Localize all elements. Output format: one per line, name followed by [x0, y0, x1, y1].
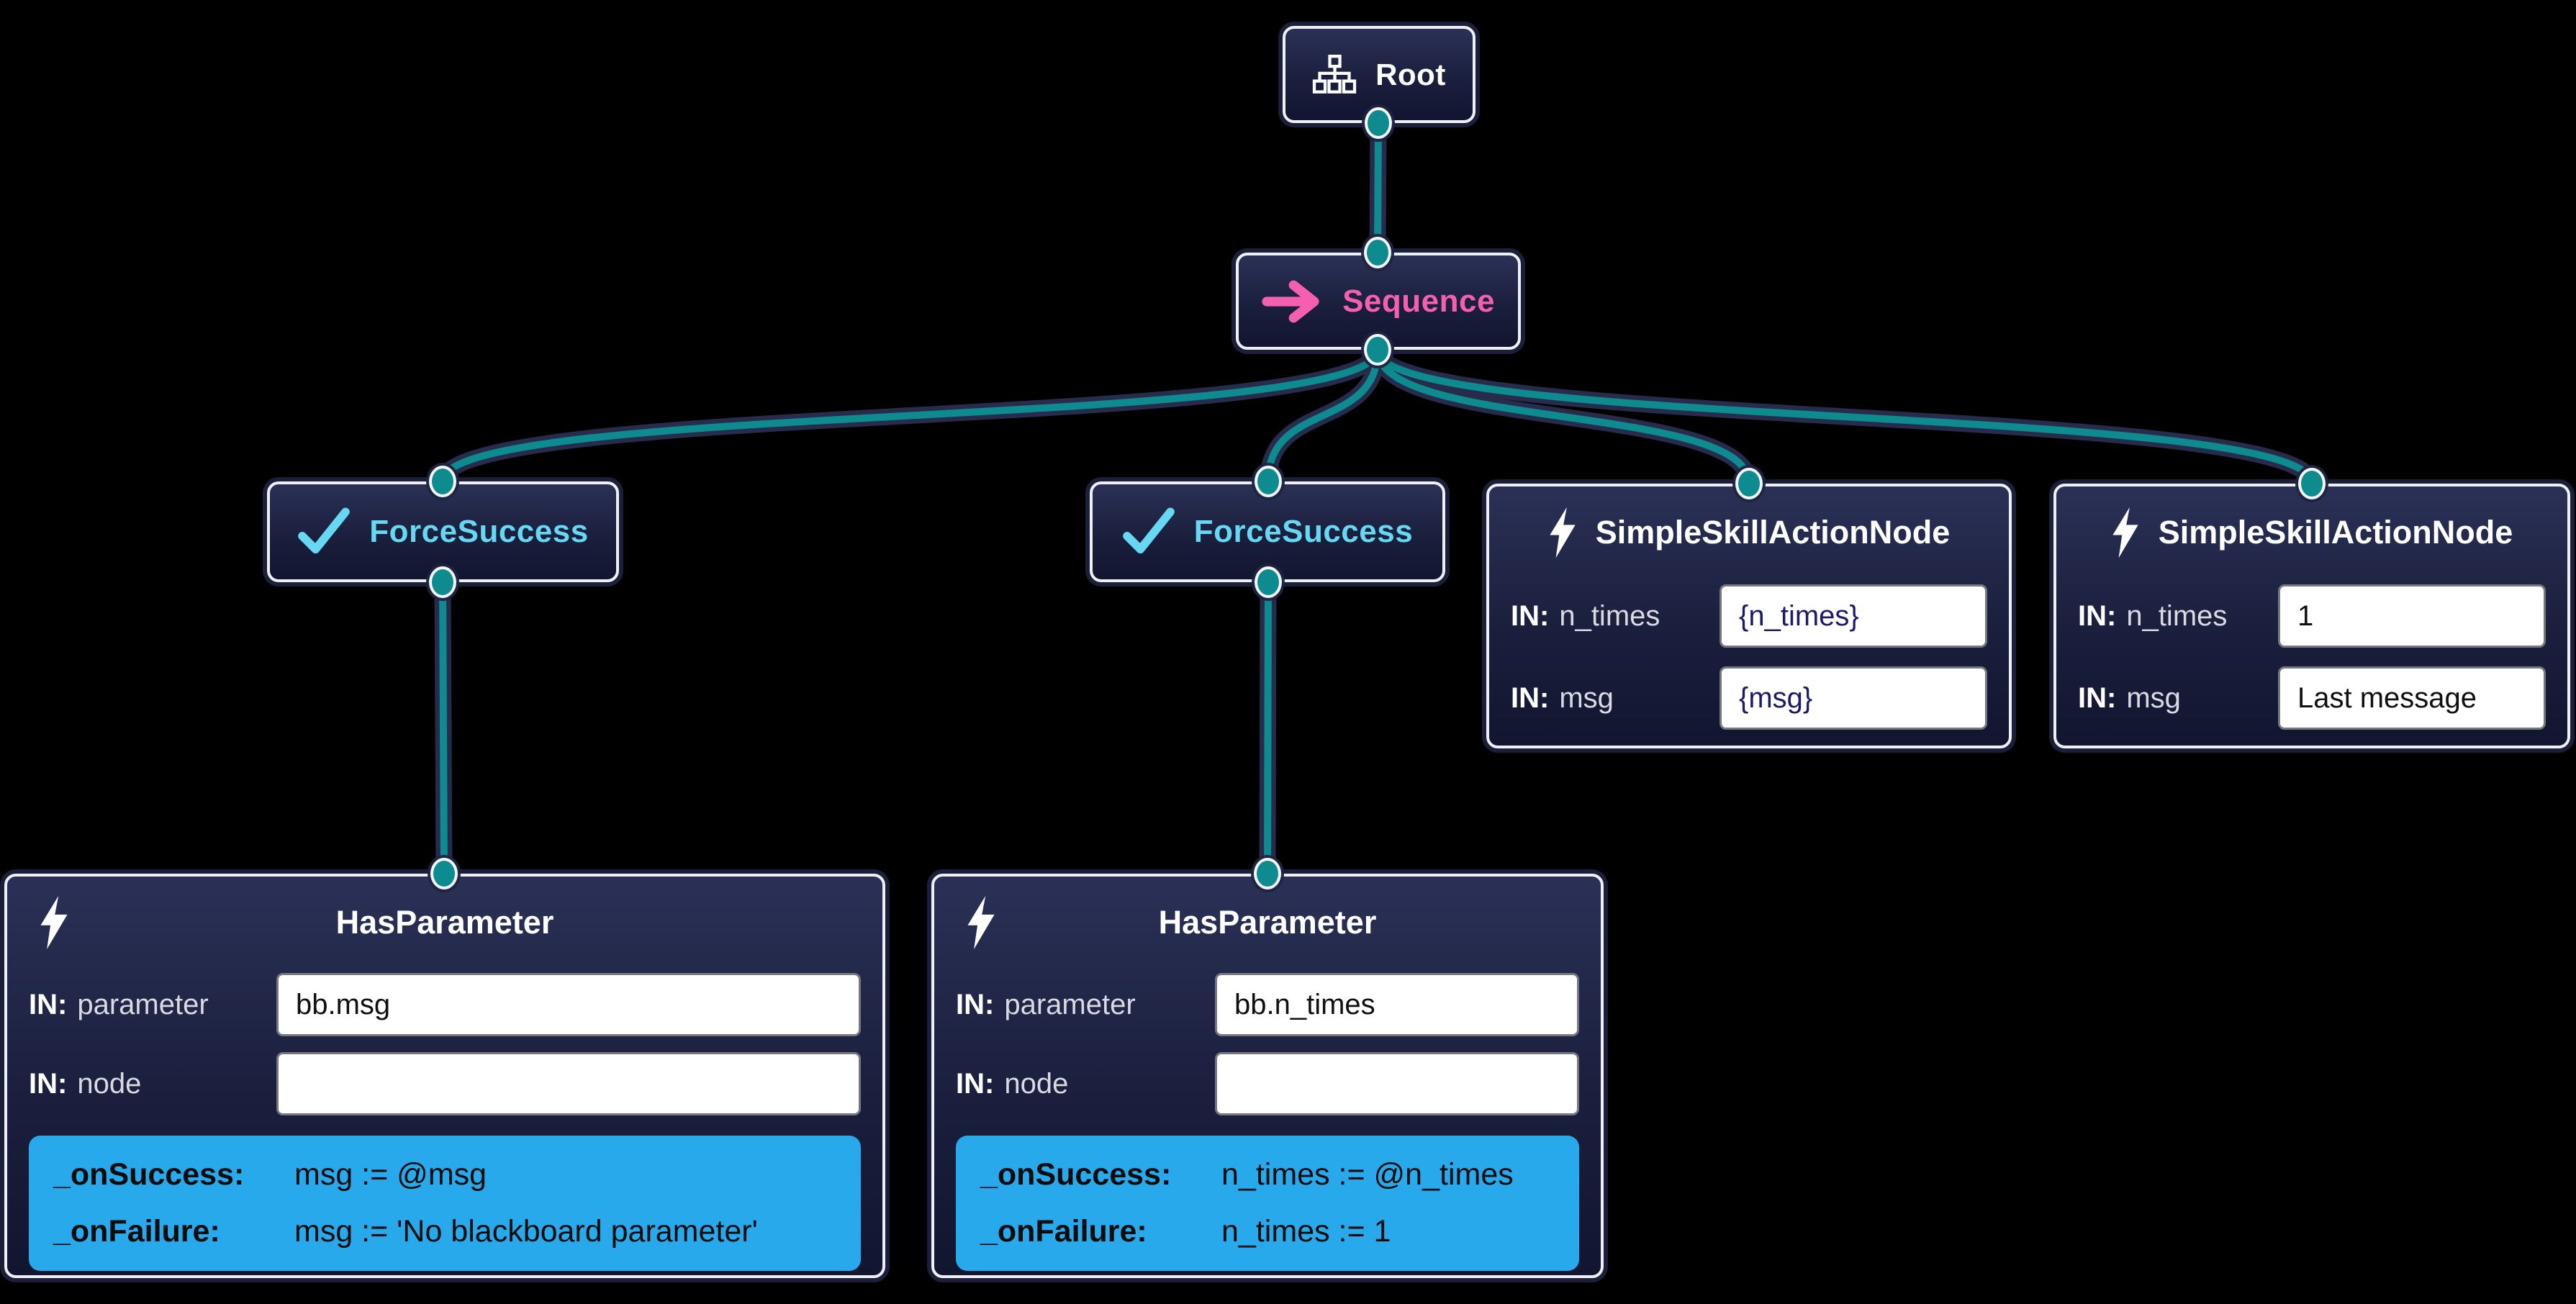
script-label: _onSuccess: [980, 1157, 1172, 1192]
param-name: parameter [77, 988, 209, 1020]
param-row: IN: n_times 1 [2078, 583, 2546, 649]
port-in-sequence[interactable] [1364, 237, 1391, 268]
wire-forcesuccess-hasparameter-left [439, 579, 448, 877]
script-label: _onFailure: [980, 1214, 1147, 1249]
node-root[interactable]: Root [1283, 26, 1475, 123]
param-name: msg [2126, 682, 2181, 714]
lightning-bolt-icon [967, 895, 995, 950]
wire-sequence-simpleskill-left [1374, 346, 1753, 487]
param-row: IN: parameter bb.n_times [956, 973, 1579, 1036]
node-title: HasParameter [335, 904, 554, 941]
param-name: node [1004, 1067, 1069, 1100]
node-header: SimpleSkillActionNode [1511, 498, 1987, 567]
wire-forcesuccess-hasparameter-right [1264, 579, 1272, 877]
param-label: IN: n_times [1511, 600, 1660, 633]
port-out-forcesuccess-left[interactable] [429, 566, 456, 598]
node-simpleskill-right[interactable]: SimpleSkillActionNode IN: n_times 1 IN: ms… [2053, 484, 2570, 748]
node-hasparameter-left[interactable]: HasParameter IN: parameter bb.msg IN: node… [4, 874, 885, 1278]
param-row: IN: node [29, 1052, 861, 1115]
param-name: n_times [1559, 599, 1660, 632]
script-panel: _onSuccess: msg := @msg _onFailure: msg … [29, 1136, 861, 1271]
port-out-sequence[interactable] [1364, 334, 1391, 366]
param-direction: IN: [956, 988, 995, 1020]
param-input-msg[interactable]: {msg} [1719, 666, 1987, 730]
param-label: IN: n_times [2078, 600, 2227, 633]
param-input-node[interactable] [276, 1052, 861, 1115]
param-input-node[interactable] [1215, 1052, 1579, 1115]
node-hasparameter-right[interactable]: HasParameter IN: parameter bb.n_times IN:… [931, 874, 1604, 1278]
port-out-root[interactable] [1365, 107, 1392, 139]
port-in-hasparameter-right[interactable] [1254, 858, 1281, 889]
param-direction: IN: [29, 988, 68, 1020]
script-row: _onSuccess: n_times := @n_times [980, 1157, 1555, 1192]
wire-sequence-forcesuccess-left [439, 346, 1381, 485]
lightning-bolt-icon [2112, 507, 2138, 558]
param-input-msg[interactable]: Last message [2278, 666, 2546, 730]
wire-sequence-simpleskill-right [1374, 346, 2315, 487]
param-label: IN: parameter [956, 989, 1136, 1021]
param-name: n_times [2126, 599, 2228, 632]
node-forcesuccess-left[interactable]: ForceSuccess [267, 481, 619, 582]
script-row: _onFailure: n_times := 1 [980, 1214, 1555, 1249]
param-input-n_times[interactable]: {n_times} [1719, 584, 1987, 648]
port-in-hasparameter-left[interactable] [430, 858, 458, 889]
param-input-parameter[interactable]: bb.msg [276, 973, 861, 1036]
node-title: ForceSuccess [369, 514, 589, 549]
param-row: IN: msg Last message [2078, 665, 2546, 731]
port-in-forcesuccess-right[interactable] [1255, 466, 1282, 497]
port-out-forcesuccess-right[interactable] [1255, 566, 1282, 598]
param-direction: IN: [2078, 682, 2117, 714]
script-code: n_times := @n_times [1221, 1157, 1514, 1192]
node-title: Root [1375, 57, 1446, 91]
node-header: HasParameter [29, 888, 861, 957]
param-label: IN: msg [2078, 682, 2181, 715]
wire-cores [439, 119, 2315, 877]
param-row: IN: msg {msg} [1511, 665, 1987, 731]
param-input-n_times[interactable]: 1 [2278, 584, 2546, 648]
param-direction: IN: [1511, 682, 1550, 714]
script-code: msg := @msg [294, 1157, 487, 1192]
node-title: SimpleSkillActionNode [2158, 514, 2513, 551]
param-name: parameter [1004, 988, 1136, 1020]
node-title: HasParameter [1158, 904, 1377, 941]
param-name: msg [1559, 682, 1614, 714]
param-label: IN: node [29, 1068, 141, 1100]
node-simpleskill-left[interactable]: SimpleSkillActionNode IN: n_times {n_time… [1486, 484, 2012, 748]
tree-hierarchy-icon [1313, 54, 1357, 94]
param-direction: IN: [956, 1067, 995, 1100]
port-in-forcesuccess-left[interactable] [429, 466, 456, 497]
lightning-bolt-icon [1550, 507, 1576, 558]
node-title: SimpleSkillActionNode [1595, 514, 1951, 551]
script-row: _onFailure: msg := 'No blackboard parame… [53, 1214, 836, 1249]
arrow-right-icon [1262, 280, 1319, 322]
param-row: IN: node [956, 1052, 1579, 1115]
script-code: msg := 'No blackboard parameter' [294, 1214, 758, 1249]
param-label: IN: parameter [29, 989, 209, 1021]
port-in-simpleskill-left[interactable] [1735, 468, 1763, 499]
param-direction: IN: [2078, 599, 2117, 632]
port-in-simpleskill-right[interactable] [2298, 468, 2326, 499]
param-row: IN: n_times {n_times} [1511, 583, 1987, 649]
node-title: Sequence [1342, 283, 1495, 319]
wire-sequence-forcesuccess-right [1265, 346, 1381, 485]
param-name: node [77, 1067, 142, 1100]
check-icon [298, 507, 351, 554]
node-header: HasParameter [956, 888, 1579, 957]
script-row: _onSuccess: msg := @msg [53, 1157, 836, 1192]
node-header: SimpleSkillActionNode [2078, 498, 2546, 567]
lightning-bolt-icon [40, 895, 68, 950]
script-code: n_times := 1 [1221, 1214, 1391, 1249]
param-label: IN: node [956, 1068, 1068, 1100]
script-label: _onSuccess: [53, 1157, 245, 1192]
param-direction: IN: [1511, 599, 1550, 632]
node-title: ForceSuccess [1193, 514, 1414, 549]
param-label: IN: msg [1511, 682, 1614, 715]
param-direction: IN: [29, 1067, 68, 1100]
param-row: IN: parameter bb.msg [29, 973, 861, 1036]
param-input-parameter[interactable]: bb.n_times [1215, 973, 1579, 1036]
script-label: _onFailure: [53, 1214, 220, 1249]
check-icon [1122, 507, 1175, 554]
script-panel: _onSuccess: n_times := @n_times _onFailu… [956, 1136, 1579, 1271]
